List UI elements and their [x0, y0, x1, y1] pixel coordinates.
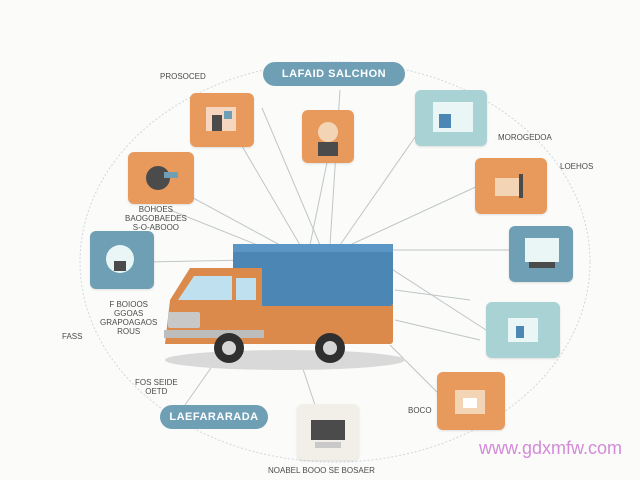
watermark: www.gdxmfw.com [478, 438, 622, 458]
label-top-right: MOROGEDOA [498, 133, 552, 142]
label-right-lower: BOCO [408, 406, 432, 415]
mechanic-icon [302, 110, 354, 163]
workshop-icon [190, 93, 254, 147]
title-pill: LAFAID SALCHON [263, 62, 405, 86]
forklift-icon [475, 158, 547, 214]
scanner-icon [437, 372, 505, 430]
label-top-left: PROSOCED [160, 72, 206, 81]
bottom-pill: LAEFARARADA [160, 405, 268, 429]
warehouse-icon [90, 231, 154, 289]
label-left-lower: FOS SEIDE OETD [135, 378, 178, 396]
label-bottom: NOABEL BOOO SE BOSAER [268, 466, 375, 475]
control-panel-icon [415, 90, 487, 146]
cargo-icon [297, 404, 359, 460]
tablet-icon [509, 226, 573, 282]
label-left-small: FASS [62, 332, 83, 341]
label-left-upper: BOHOES BAOGOBAEDES S-O-ABOOO [125, 205, 187, 232]
tools-icon [128, 152, 194, 204]
label-right-mid: LOEHOS [560, 162, 594, 171]
label-left-mid: F BOIOOS GGOAS GRAPOAGAOS ROUS [100, 300, 158, 336]
delivery-truck [164, 244, 405, 370]
loader-icon [486, 302, 560, 358]
